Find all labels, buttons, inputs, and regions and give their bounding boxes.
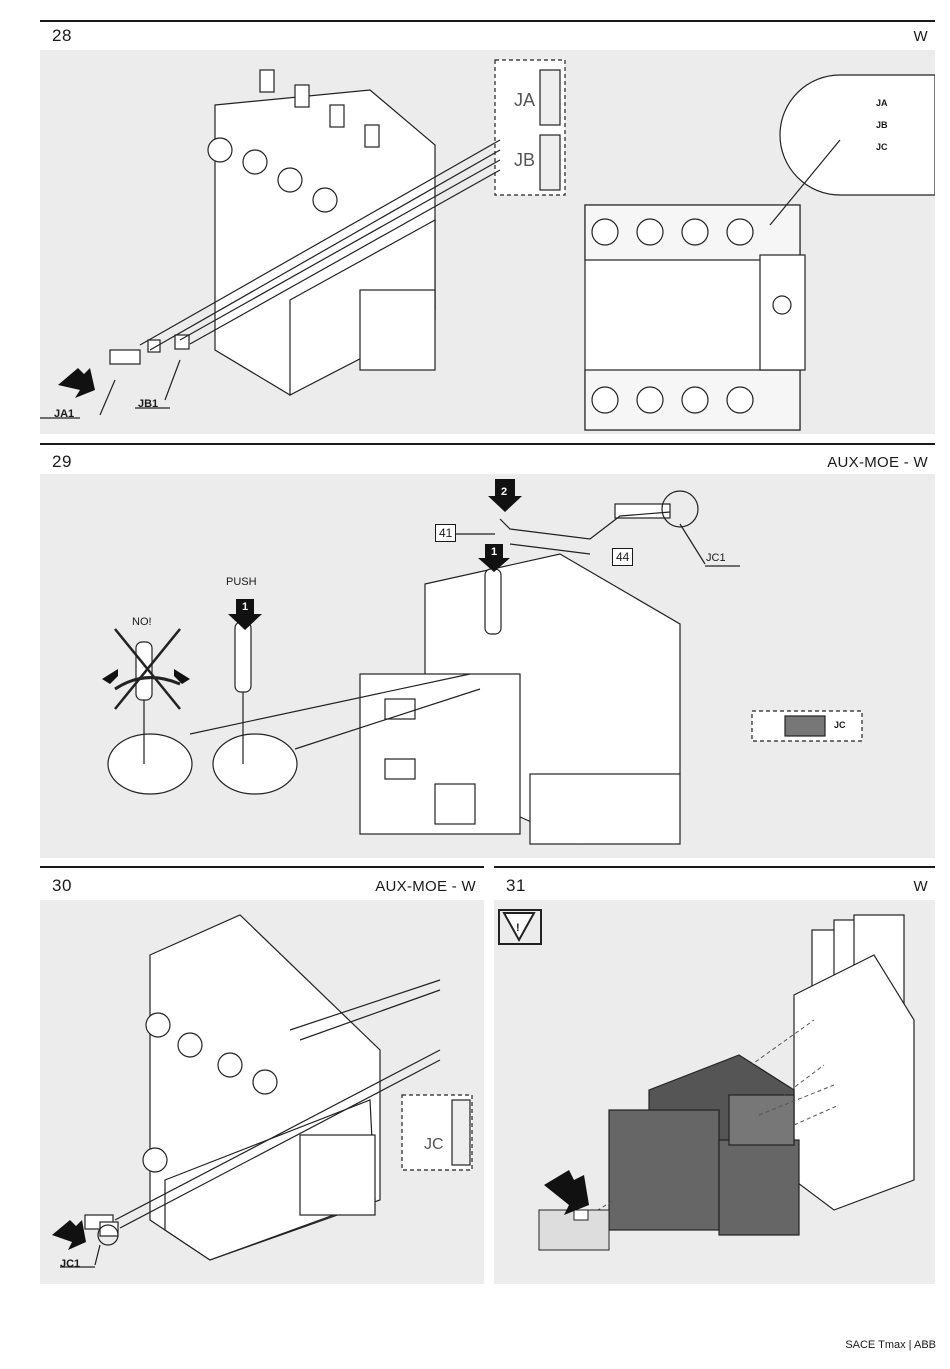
step-28-tag: W [914,28,928,45]
page-footer: SACE Tmax | ABB [845,1339,936,1351]
step-29-number: 29 [52,452,72,472]
detail-label-jc-29: JC [834,720,846,730]
step-28-top-rule [40,20,935,22]
step-30-drawing [40,900,484,1284]
step-30-tag: AUX-MOE - W [300,878,476,895]
step-29-top-rule [40,443,935,445]
step-28-drawing [40,50,935,434]
step-30-illustration: JC1 JC [40,900,484,1284]
step-28-illustration: JA1 JB1 JA JB JA JB JC [40,50,935,434]
callout-41: 41 [435,524,456,542]
step-31-tag: W [914,878,928,895]
callout-jc1-29: JC1 [706,552,726,564]
label-no: NO! [132,616,152,628]
badge-step-1-top: 1 [491,546,497,558]
inset-label-jb: JB [876,120,888,130]
detail-label-jb: JB [514,150,535,171]
step-30-top-rule [40,866,484,868]
callout-44: 44 [612,548,633,566]
detail-label-ja: JA [514,90,535,111]
badge-step-1-push: 1 [242,601,248,613]
badge-step-2: 2 [501,486,507,498]
step-30-number: 30 [52,876,72,896]
step-31-illustration: ! [494,900,935,1284]
step-28-number: 28 [52,26,72,46]
step-29-drawing [40,474,935,858]
step-29-tag: AUX-MOE - W [827,454,928,471]
step-29-illustration: 2 1 1 41 44 JC1 NO! PUSH JC [40,474,935,858]
detail-label-jc-30: JC [424,1136,444,1154]
step-31-top-rule [494,866,935,868]
warning-icon: ! [516,922,520,934]
callout-ja1: JA1 [54,408,74,420]
callout-jb1: JB1 [138,398,158,410]
step-31-drawing [494,900,935,1284]
label-push: PUSH [226,576,257,588]
callout-jc1-30: JC1 [60,1258,80,1270]
inset-label-ja: JA [876,98,888,108]
step-31-number: 31 [506,876,526,896]
inset-label-jc: JC [876,142,888,152]
